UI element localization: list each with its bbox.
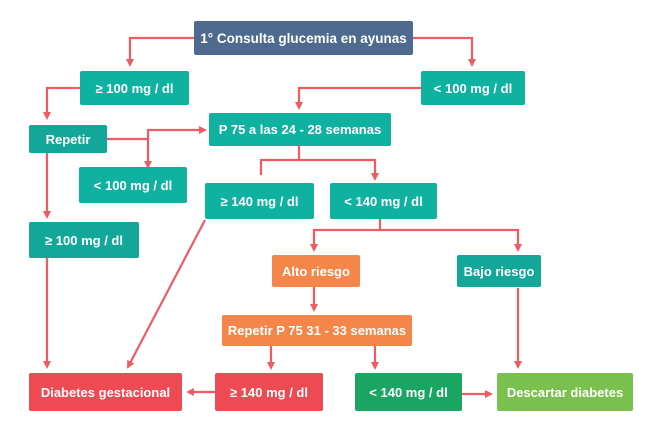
node-rule-out-diabetes: Descartar diabetes	[497, 373, 633, 411]
node-repeat-gte140: ≥ 140 mg / dl	[215, 373, 323, 411]
node-repeat-p75-31-33: Repetir P 75 31 - 33 semanas	[222, 315, 412, 346]
arrow-low-to-p75	[295, 86, 421, 110]
line-p75-split	[259, 146, 301, 175]
arrow-start-to-high	[126, 36, 194, 67]
node-p75-gte140: ≥ 140 mg / dl	[205, 183, 314, 219]
node-first-consultation: 1° Consulta glucemia en ayunas	[194, 21, 413, 55]
arrow-gte140-to-diabetes	[127, 219, 206, 369]
node-high-risk: Alto riesgo	[272, 255, 360, 287]
arrow-start-to-low	[413, 36, 476, 67]
node-p75-lt140: < 140 mg / dl	[330, 183, 437, 219]
arrow-lt140-to-alto	[310, 215, 382, 252]
node-fasting-high: ≥ 100 mg / dl	[80, 71, 189, 105]
arrow-high-to-repetir	[43, 86, 80, 120]
node-repeat-lt140: < 140 mg / dl	[355, 373, 462, 411]
arrow-repetir-to-p75-b	[146, 126, 207, 139]
node-repeat-high: ≥ 100 mg / dl	[29, 222, 139, 258]
node-gestational-diabetes: Diabetes gestacional	[29, 373, 182, 411]
arrow-p75-to-gte140	[299, 158, 379, 181]
node-repeat-low: < 100 mg / dl	[79, 167, 187, 203]
node-repeat: Repetir	[29, 125, 107, 153]
node-fasting-low: < 100 mg / dl	[421, 71, 525, 105]
arrow-repetir-to-p75	[107, 137, 152, 169]
arrow-lt140-to-bajo	[380, 228, 522, 252]
node-low-risk: Bajo riesgo	[457, 255, 541, 287]
node-p75-24-28: P 75 a las 24 - 28 semanas	[209, 113, 391, 146]
